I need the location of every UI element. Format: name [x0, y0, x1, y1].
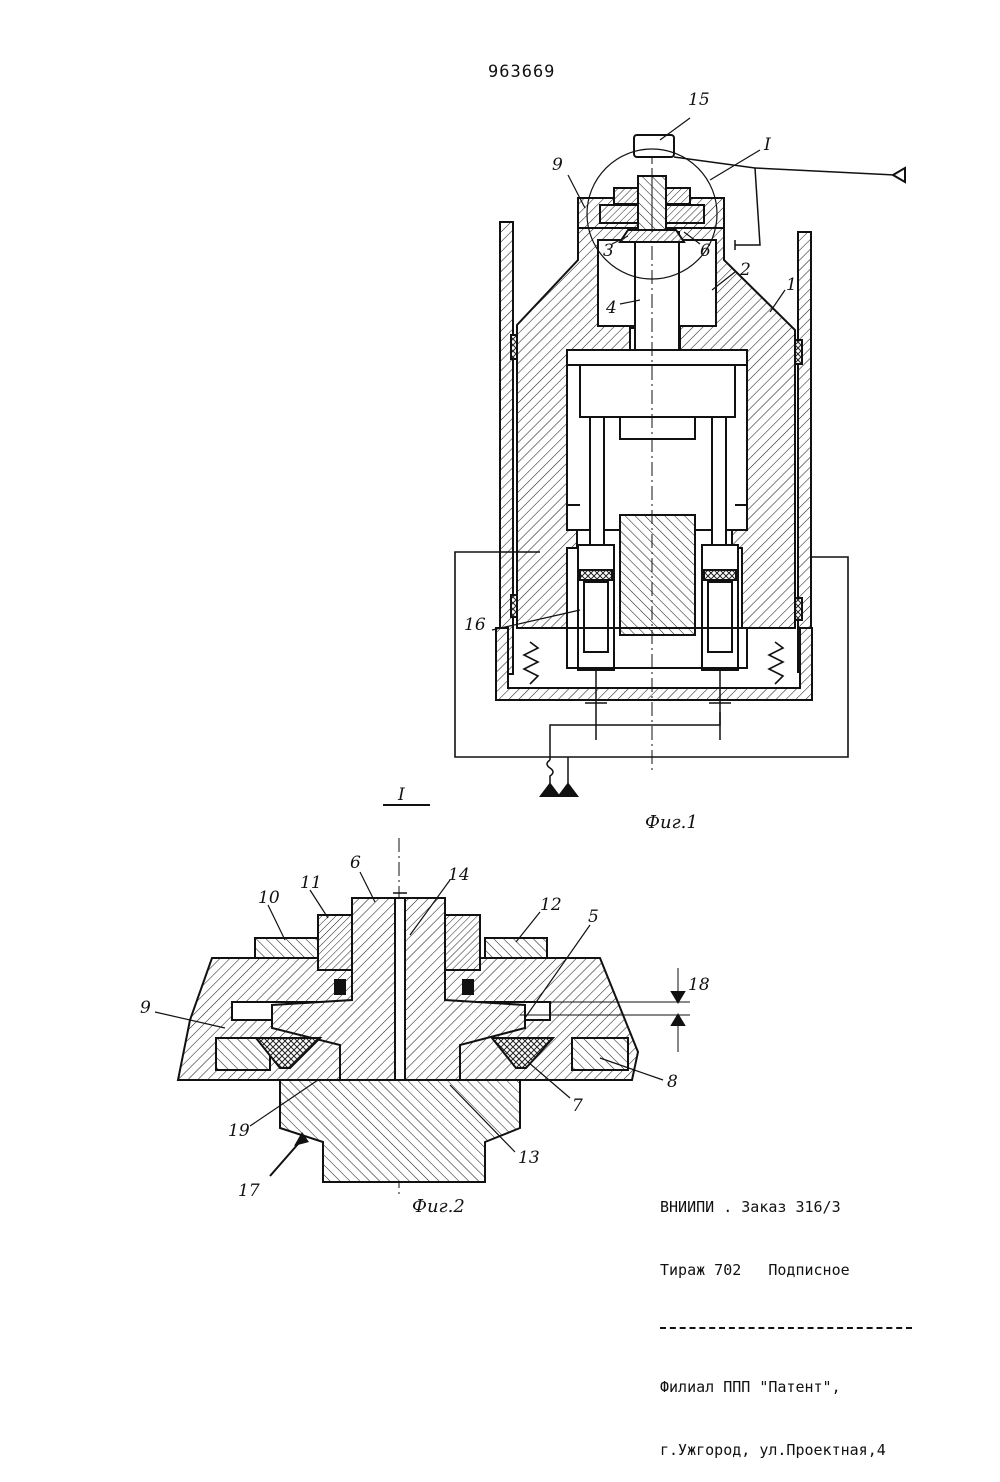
spring-right: [769, 642, 783, 684]
f2-callout-12: 12: [540, 895, 562, 915]
figure-2: [178, 838, 690, 1195]
ground-terminal-left: [541, 784, 559, 796]
ground-terminal-right: [559, 784, 577, 796]
imprint-line-2: Тираж 702 Подписное: [660, 1260, 912, 1281]
o-ring-right: [463, 980, 473, 994]
callout-16: 16: [464, 615, 486, 635]
cylinder-left-piston: [584, 582, 608, 652]
signal-terminal: [893, 168, 905, 182]
guide-rod-left: [590, 417, 604, 557]
figure-2-caption: Фиг.2: [412, 1196, 465, 1217]
guide-rod-right: [712, 417, 726, 557]
o-ring-left: [335, 980, 345, 994]
f2-callout-9: 9: [140, 998, 151, 1018]
callout-6: 6: [700, 241, 711, 261]
specimen-block: [620, 515, 695, 635]
imprint-divider: [660, 1327, 912, 1329]
cylinder-left-seal: [580, 570, 612, 580]
part-17: [280, 1080, 520, 1182]
f2-callout-8: 8: [667, 1072, 678, 1092]
f2-callout-5: 5: [588, 907, 599, 927]
callout-9: 9: [552, 155, 563, 175]
f2-callout-6: 6: [350, 853, 361, 873]
spring-left: [524, 642, 538, 684]
f2-callout-11: 11: [300, 873, 322, 893]
figure-2-section-label: I: [397, 785, 405, 805]
callout-I: I: [763, 135, 771, 155]
flange-12: [485, 938, 547, 958]
imprint-block: ВНИИПИ . Заказ 316/3 Тираж 702 Подписное…: [660, 1155, 912, 1482]
f2-callout-19: 19: [228, 1121, 250, 1141]
cylinder-right-piston: [708, 582, 732, 652]
imprint-line-1: ВНИИПИ . Заказ 316/3: [660, 1197, 912, 1218]
figure-1: [455, 135, 905, 796]
callout-2: 2: [739, 260, 751, 280]
callout-3: 3: [603, 241, 614, 261]
cylinder-right-seal: [704, 570, 736, 580]
callout-1: 1: [786, 275, 797, 295]
base-tray: [496, 628, 812, 700]
callout-15: 15: [688, 90, 710, 110]
imprint-line-3: Филиал ППП "Патент",: [660, 1377, 912, 1398]
indicator-15: [634, 135, 674, 157]
f2-callout-18: 18: [688, 975, 710, 995]
f2-callout-7: 7: [572, 1096, 583, 1116]
f2-callout-13: 13: [518, 1148, 540, 1168]
figure-1-caption: Фиг.1: [645, 812, 698, 833]
f2-callout-10: 10: [258, 888, 280, 908]
crosshead-plate: [620, 417, 695, 439]
f2-callout-17: 17: [238, 1181, 260, 1201]
imprint-line-4: г.Ужгород, ул.Проектная,4: [660, 1440, 912, 1461]
f2-callout-14: 14: [448, 865, 470, 885]
rod: [635, 232, 679, 352]
callout-4: 4: [605, 298, 617, 318]
crosshead-inner: [580, 365, 735, 417]
